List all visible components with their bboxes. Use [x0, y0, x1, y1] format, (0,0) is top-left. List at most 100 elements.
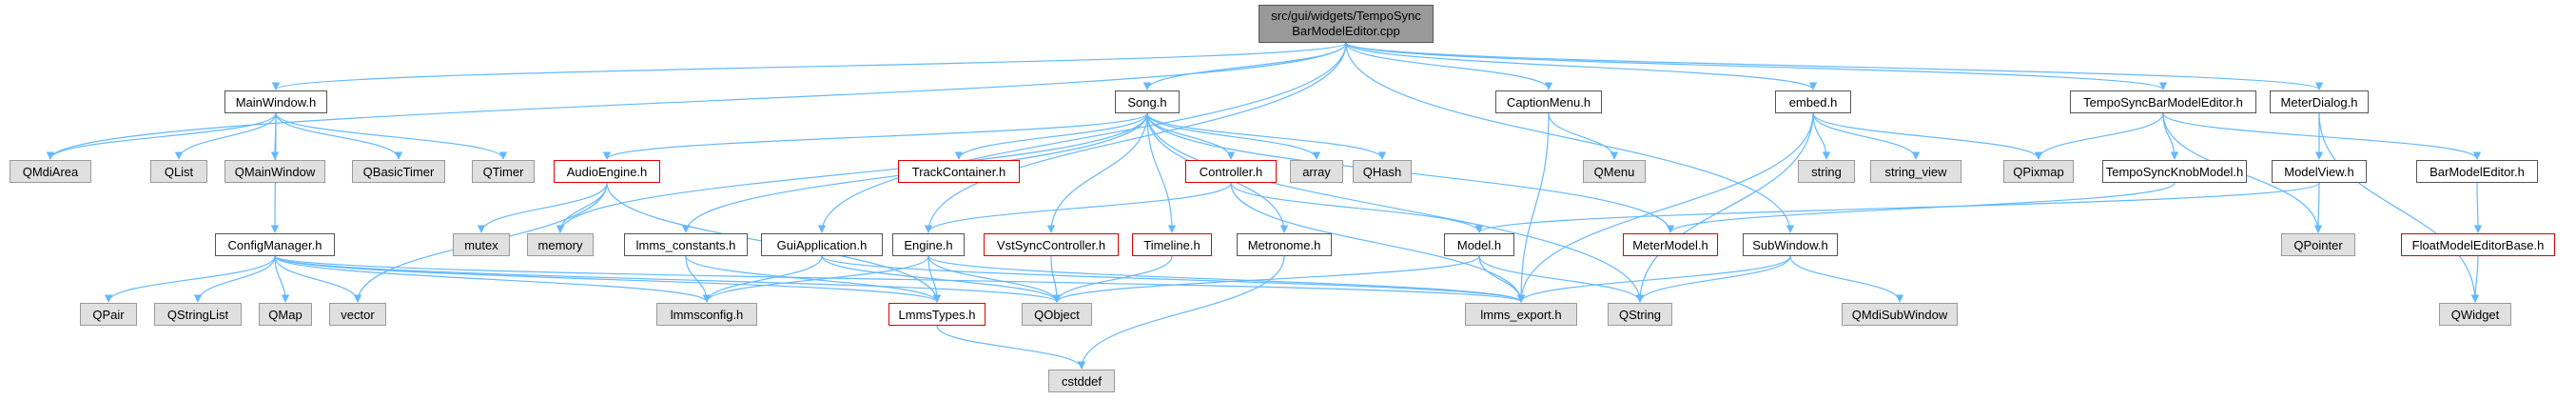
- node-temposyncknobmodel-h[interactable]: TempoSyncKnobModel.h: [2102, 160, 2247, 183]
- edge-modelview-to-qpointer: [2313, 182, 2323, 233]
- node-temposyncbarmodeleditor-h[interactable]: TempoSyncBarModelEditor.h: [2070, 90, 2256, 113]
- node-meterdialog-h[interactable]: MeterDialog.h: [2270, 90, 2369, 113]
- edge-song-to-trackcontainer: [954, 112, 1148, 160]
- node-qpointer[interactable]: QPointer: [2281, 233, 2355, 256]
- node-qbasictimer[interactable]: QBasicTimer: [352, 160, 445, 183]
- node-captionmenu-h[interactable]: CaptionMenu.h: [1495, 90, 1602, 113]
- node-mutex[interactable]: mutex: [453, 233, 510, 256]
- node-qpair[interactable]: QPair: [80, 303, 137, 326]
- edge-audioengine-to-mutex: [477, 182, 608, 233]
- node-string-view[interactable]: string_view: [1870, 160, 1961, 183]
- edge-lmms_constants-to-lmmstypes: [685, 255, 942, 303]
- edge-embed-to-qstring: [1635, 112, 1814, 303]
- node-song-h[interactable]: Song.h: [1115, 90, 1180, 113]
- edge-root-to-song: [1142, 42, 1347, 90]
- node-cstddef[interactable]: cstddef: [1048, 370, 1115, 392]
- node-lmms-constants-h[interactable]: lmms_constants.h: [624, 233, 748, 256]
- edge-root-to-embed: [1345, 42, 1818, 90]
- node-floatmodeleditorbase-h[interactable]: FloatModelEditorBase.h: [2401, 233, 2555, 256]
- node-qwidget[interactable]: QWidget: [2439, 303, 2511, 326]
- node-embed-h[interactable]: embed.h: [1775, 90, 1851, 113]
- edge-configmanager-to-lmmsconfig: [274, 255, 712, 303]
- edge-song-to-qhash: [1146, 112, 1387, 160]
- node-vstsynccontroller-h[interactable]: VstSyncController.h: [984, 233, 1119, 256]
- node-engine-h[interactable]: Engine.h: [892, 233, 965, 256]
- node-lmmsconfig-h[interactable]: lmmsconfig.h: [656, 303, 757, 326]
- node-qmap[interactable]: QMap: [259, 303, 312, 326]
- edge-model-to-qobject: [1052, 255, 1480, 303]
- edge-guiapplication-to-lmms_export: [821, 255, 1525, 303]
- edge-root-to-mainwindow: [272, 42, 1347, 90]
- edge-configmanager-to-lmms_export: [274, 255, 1525, 303]
- edge-configmanager-to-qstringlist: [193, 255, 276, 303]
- edge-root-to-meterdialog: [1345, 42, 2323, 90]
- edge-embed-to-qpixmap: [1812, 112, 2043, 160]
- edge-model-to-qstring: [1478, 255, 1645, 303]
- edge-configmanager-to-vector: [274, 255, 362, 303]
- node-qmdiarea[interactable]: QMdiArea: [10, 160, 91, 183]
- edge-embed-to-lmms_export: [1516, 112, 1814, 303]
- edge-captionmenu-to-lmms_export: [1516, 112, 1550, 303]
- edge-engine-to-lmmsconfig: [702, 255, 929, 303]
- edge-barmodeleditor-to-floatmodel: [2473, 182, 2483, 233]
- node-qobject[interactable]: QObject: [1022, 303, 1092, 326]
- node-audioengine-h[interactable]: AudioEngine.h: [554, 160, 660, 183]
- edge-root-to-qmdiarea: [46, 42, 1347, 160]
- node-qlist[interactable]: QList: [150, 160, 207, 183]
- edge-song-to-timeline: [1146, 112, 1177, 233]
- edge-subwindow-to-qmdisubwindow: [1789, 255, 1904, 303]
- edge-modelview-to-model: [1475, 182, 2320, 233]
- node-lmms-export-h[interactable]: lmms_export.h: [1465, 303, 1577, 326]
- node-qtimer[interactable]: QTimer: [472, 160, 535, 183]
- edge-controller-to-lmms_export: [1230, 182, 1526, 303]
- node-qmenu[interactable]: QMenu: [1583, 160, 1646, 183]
- node-qpixmap[interactable]: QPixmap: [2003, 160, 2074, 183]
- edge-guiapplication-to-qobject: [821, 255, 1062, 303]
- edge-root-to-captionmenu: [1345, 42, 1553, 90]
- node-qstringlist[interactable]: QStringList: [154, 303, 242, 326]
- node-mainwindow-h[interactable]: MainWindow.h: [224, 90, 327, 113]
- node-qmainwindow[interactable]: QMainWindow: [224, 160, 325, 183]
- node-qmdisubwindow[interactable]: QMdiSubWindow: [1842, 303, 1958, 326]
- node-guiapplication-h[interactable]: GuiApplication.h: [761, 233, 883, 256]
- node-qhash[interactable]: QHash: [1353, 160, 1412, 183]
- edge-song-to-qstring: [1146, 112, 1645, 303]
- edge-subwindow-to-qstring: [1635, 255, 1791, 303]
- node-barmodeleditor-h[interactable]: BarModelEditor.h: [2416, 160, 2538, 183]
- node-subwindow-h[interactable]: SubWindow.h: [1743, 233, 1838, 256]
- node-root-file[interactable]: src/gui/widgets/TempoSync BarModelEditor…: [1259, 5, 1434, 43]
- edge-floatmodel-to-qwidget: [2470, 255, 2480, 303]
- edge-tsknob-to-metermodel: [1666, 182, 2176, 233]
- node-qstring[interactable]: QString: [1608, 303, 1672, 326]
- node-model-h[interactable]: Model.h: [1444, 233, 1514, 256]
- edge-song-to-memory: [556, 112, 1148, 233]
- edge-engine-to-lmms_export: [927, 255, 1525, 303]
- edge-root-to-engine: [924, 42, 1347, 233]
- edge-engine-to-lmmstypes: [927, 255, 942, 303]
- edge-configmanager-to-qmap: [274, 255, 290, 303]
- edge-tsbme_h-to-qpixmap: [2034, 112, 2164, 160]
- node-array[interactable]: array: [1290, 160, 1343, 183]
- node-controller-h[interactable]: Controller.h: [1185, 160, 1277, 183]
- edge-subwindow-to-lmms_export: [1516, 255, 1791, 303]
- node-metronome-h[interactable]: Metronome.h: [1237, 233, 1332, 256]
- edge-root-to-guiapplication: [817, 42, 1347, 233]
- node-timeline-h[interactable]: Timeline.h: [1132, 233, 1212, 256]
- edge-mainwindow-to-qbasictimer: [275, 112, 403, 160]
- node-string[interactable]: string: [1798, 160, 1855, 183]
- node-modelview-h[interactable]: ModelView.h: [2272, 160, 2367, 183]
- node-metermodel-h[interactable]: MeterModel.h: [1623, 233, 1718, 256]
- node-configmanager-h[interactable]: ConfigManager.h: [215, 233, 335, 256]
- node-lmmstypes-h[interactable]: LmmsTypes.h: [888, 303, 986, 326]
- edge-root-to-subwindow: [1345, 42, 1795, 233]
- node-trackcontainer-h[interactable]: TrackContainer.h: [898, 160, 1020, 183]
- node-vector[interactable]: vector: [329, 303, 386, 326]
- edge-tsbme_h-to-barmodeleditor: [2162, 112, 2482, 160]
- edge-mainwindow-to-qmdiarea: [46, 112, 277, 160]
- edge-controller-to-model: [1230, 182, 1484, 233]
- edge-configmanager-to-qpair: [104, 255, 276, 303]
- edge-configmanager-to-lmmstypes: [274, 255, 941, 303]
- node-memory[interactable]: memory: [527, 233, 594, 256]
- node-label: src/gui/widgets/TempoSync BarModelEditor…: [1271, 9, 1421, 38]
